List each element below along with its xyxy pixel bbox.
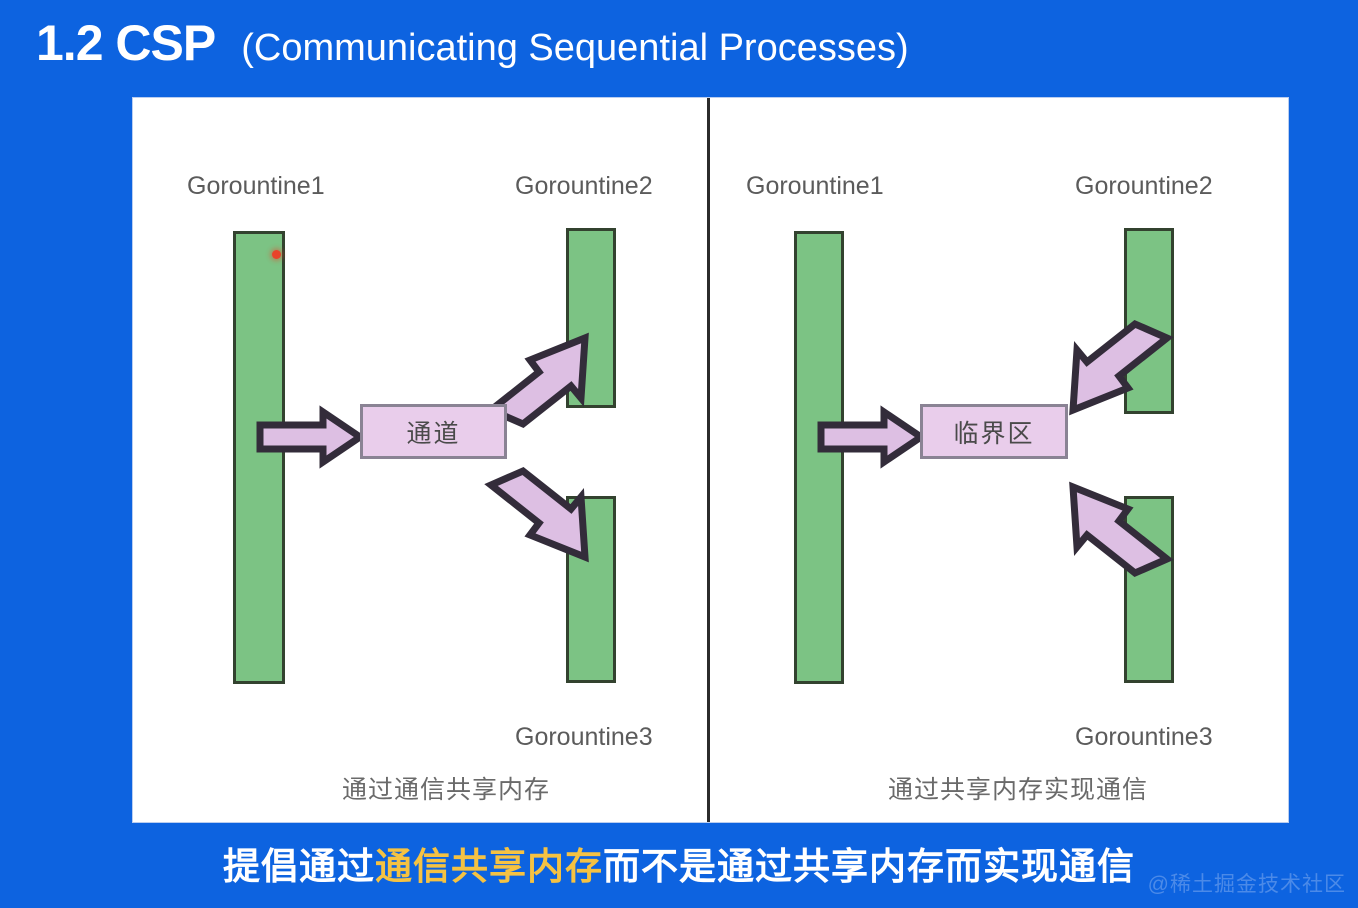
- diagram-board: Gorountine1 Gorountine2 Gorountine3 通: [133, 98, 1288, 822]
- banner-text-highlight: 通信共享内存: [375, 845, 603, 887]
- arrow-g1-to-channel-icon: [256, 405, 367, 469]
- arrow-g3-to-critical-icon: [1069, 481, 1174, 578]
- arrow-channel-to-g3-icon: [484, 466, 589, 563]
- left-label-goroutine3: Gorountine3: [515, 723, 653, 751]
- arrow-channel-to-g2-icon: [484, 332, 589, 429]
- arrow-g1-to-critical-icon: [817, 405, 928, 469]
- watermark: @稀土掘金技术社区: [1147, 873, 1346, 896]
- right-label-goroutine3: Gorountine3: [1075, 723, 1213, 751]
- title-subtitle: (Communicating Sequential Processes): [241, 27, 909, 69]
- banner-text-part2: 而不是通过共享内存而实现通信: [603, 845, 1135, 887]
- left-bar-goroutine1: [233, 231, 285, 684]
- left-panel: Gorountine1 Gorountine2 Gorountine3 通: [133, 98, 707, 822]
- page-title: 1.2 CSP (Communicating Sequential Proces…: [36, 18, 1326, 86]
- arrow-g2-to-critical-icon: [1069, 319, 1174, 416]
- right-panel-caption: 通过共享内存实现通信: [888, 776, 1149, 804]
- cursor-dot-icon: [272, 250, 281, 259]
- right-label-goroutine1: Gorountine1: [746, 172, 884, 200]
- left-label-goroutine1: Gorountine1: [187, 172, 325, 200]
- panel-divider: [707, 98, 710, 822]
- right-center-box: 临界区: [920, 404, 1068, 459]
- right-bar-goroutine1: [794, 231, 844, 684]
- left-center-box: 通道: [360, 404, 507, 459]
- left-panel-caption: 通过通信共享内存: [342, 776, 551, 804]
- right-panel: Gorountine1 Gorountine2 Gorountine3 临界区: [710, 98, 1288, 822]
- left-label-goroutine2: Gorountine2: [515, 172, 653, 200]
- right-label-goroutine2: Gorountine2: [1075, 172, 1213, 200]
- title-number: 1.2 CSP: [36, 15, 216, 71]
- bottom-banner: 提倡通过 通信共享内存 而不是通过共享内存而实现通信: [0, 835, 1358, 890]
- right-bar-goroutine2: [1124, 228, 1174, 414]
- banner-text-part1: 提倡通过: [223, 845, 375, 887]
